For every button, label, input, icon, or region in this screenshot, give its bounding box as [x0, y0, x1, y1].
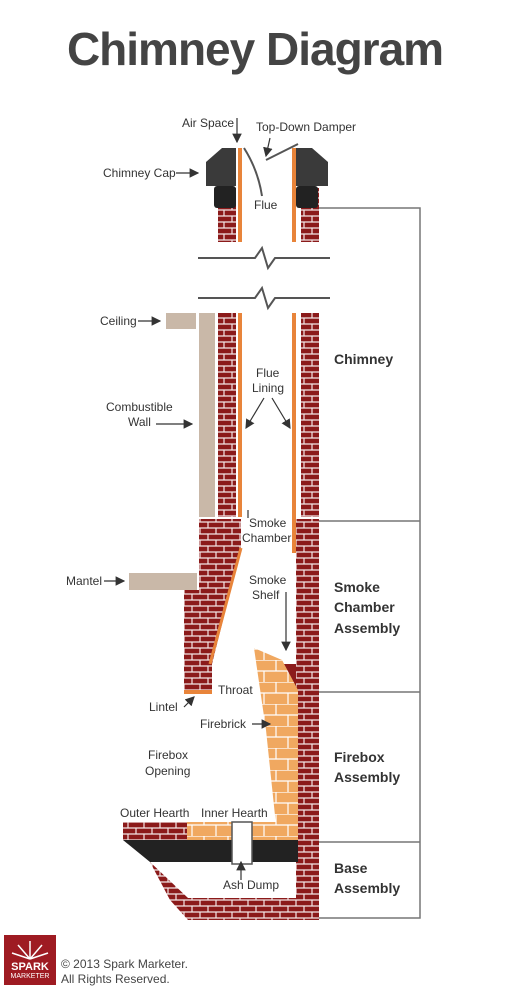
- section-firebox-2: Assembly: [334, 769, 400, 785]
- label-combustible-wall-2: Wall: [128, 415, 151, 429]
- section-lines: [318, 207, 421, 919]
- label-firebox-opening-2: Opening: [145, 764, 190, 778]
- section-chimney: Chimney: [334, 351, 393, 367]
- label-top-down-damper: Top-Down Damper: [256, 120, 356, 134]
- lintel: [184, 690, 212, 694]
- label-ash-dump: Ash Dump: [223, 878, 279, 892]
- chimney-cap-right: [296, 148, 328, 186]
- mantel: [129, 573, 197, 590]
- firebrick-wall: [254, 648, 298, 825]
- combustible-wall: [199, 313, 215, 517]
- top-down-damper: [243, 147, 263, 197]
- label-outer-hearth: Outer Hearth: [120, 806, 189, 820]
- outer-hearth: [123, 822, 187, 840]
- spark-burst-icon: [11, 941, 49, 960]
- break-lines: [198, 245, 330, 311]
- label-mantel: Mantel: [66, 574, 102, 588]
- label-flue: Flue: [254, 198, 278, 212]
- section-base-1: Base: [334, 860, 368, 876]
- base-brick-left: [150, 862, 188, 920]
- label-firebox-opening-1: Firebox: [148, 748, 188, 762]
- label-firebrick: Firebrick: [200, 717, 247, 731]
- copyright-line-1: © 2013 Spark Marketer.: [61, 957, 188, 971]
- spark-marketer-logo: SPARK MARKETER: [4, 935, 56, 985]
- logo-spark-text: SPARK: [11, 961, 49, 973]
- footer: SPARK MARKETER © 2013 Spark Marketer. Al…: [4, 935, 304, 986]
- label-combustible-wall-1: Combustible: [106, 400, 173, 414]
- flue-liner-left-top: [238, 148, 242, 242]
- label-inner-hearth: Inner Hearth: [201, 806, 268, 820]
- label-throat: Throat: [218, 683, 253, 697]
- chimney-top: [206, 143, 328, 242]
- ash-dump: [231, 821, 253, 865]
- flue-liner-right-top: [292, 148, 296, 242]
- section-base-2: Assembly: [334, 880, 400, 896]
- hearth-slab: [123, 840, 298, 862]
- section-smoke-chamber-2: Chamber: [334, 599, 395, 615]
- label-flue-lining-1: Flue: [256, 366, 280, 380]
- label-ceiling: Ceiling: [100, 314, 137, 328]
- label-smoke-chamber-2: Chamber: [242, 531, 291, 545]
- label-air-space: Air Space: [182, 116, 234, 130]
- copyright-line-2: All Rights Reserved.: [61, 972, 170, 986]
- label-smoke-shelf-1: Smoke: [249, 573, 287, 587]
- label-lintel: Lintel: [149, 700, 178, 714]
- page-title: Chimney Diagram: [66, 23, 444, 75]
- label-chimney-cap: Chimney Cap: [103, 166, 176, 180]
- brick-left-main: [218, 313, 236, 517]
- label-smoke-shelf-2: Shelf: [252, 588, 280, 602]
- chimney-cap-left: [206, 148, 236, 186]
- section-firebox-1: Firebox: [334, 749, 385, 765]
- flue-lining-left: [238, 313, 242, 517]
- section-smoke-chamber-3: Assembly: [334, 620, 400, 636]
- section-smoke-chamber-1: Smoke: [334, 579, 380, 595]
- logo-marketer-text: MARKETER: [10, 973, 50, 980]
- brick-right-main: [301, 313, 319, 517]
- ceiling: [166, 313, 196, 329]
- firebox: [123, 648, 298, 920]
- label-flue-lining-2: Lining: [252, 381, 284, 395]
- pointer-arrows: [104, 118, 291, 880]
- label-smoke-chamber-1: Smoke: [249, 516, 287, 530]
- flue-lining-right: [292, 313, 296, 553]
- chimney-body: [166, 313, 319, 553]
